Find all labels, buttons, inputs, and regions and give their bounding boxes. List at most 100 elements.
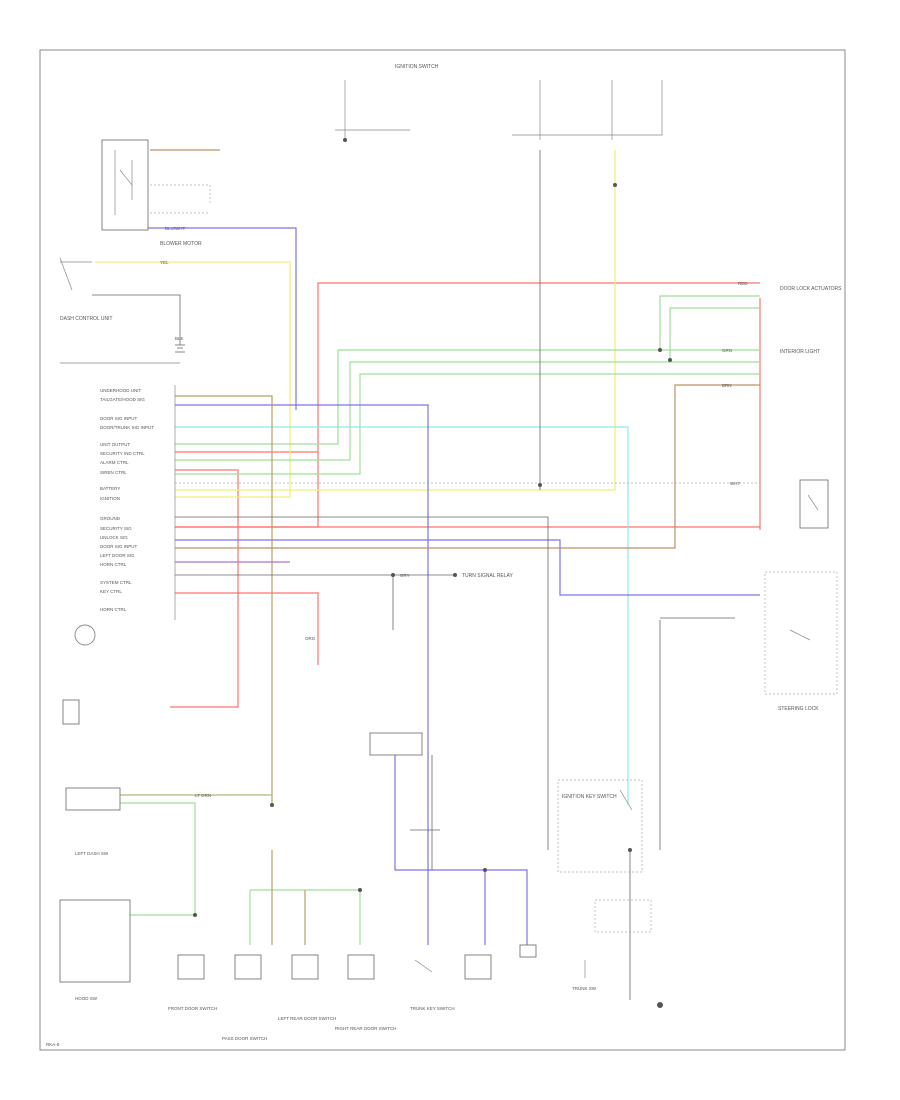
wire-yellow-top [95, 261, 291, 498]
label-turn-signal-relay: TURN SIGNAL RELAY [462, 573, 514, 579]
labels-layer: IGNITION SWITCH BLOWER MOTOR DOOR LOCK A… [46, 64, 842, 1047]
steering-lock-contact [789, 629, 811, 641]
wire-layer [92, 149, 761, 945]
pin-label: UNLOCK SIG [100, 535, 128, 540]
wire-green-4 [175, 361, 760, 461]
lock-indicator [74, 624, 96, 646]
diagram-frame [39, 49, 846, 1051]
label-left-dash-sw: LEFT DASH SW [75, 851, 109, 856]
pin-label: SIREN CTRL [100, 470, 127, 475]
wire-blue-top [148, 227, 297, 410]
junction-dots [193, 138, 672, 917]
wire-tag: ORG [305, 636, 316, 641]
wire-green-1 [659, 295, 760, 350]
wire-tag: BRN [722, 383, 732, 388]
wire-red-trunkrelease [175, 592, 319, 665]
wire-top-dashed [150, 184, 211, 205]
wire-green-3 [175, 349, 760, 445]
black-wire-layer [60, 80, 760, 1000]
wire-tag: YEL [160, 260, 169, 265]
wire-brown-right [175, 384, 760, 549]
pin-label: DOOR/TRUNK SIG INPUT [100, 425, 154, 430]
wire-cyan [175, 426, 629, 805]
ignition-switch-symbol [59, 257, 92, 291]
label-blower-motor: BLOWER MOTOR [160, 241, 202, 247]
label-hood-sw: HOOD SW [75, 996, 98, 1001]
pin-label: LEFT DOOR SIG [100, 553, 135, 558]
pin-label: KEY CTRL [100, 589, 122, 594]
pin-label: DOOR SIG INPUT [100, 416, 138, 421]
light-switch-contact [807, 494, 819, 511]
relay-coil [114, 150, 133, 215]
steering-lock-box [764, 571, 838, 695]
pin-label: TAILGATE/HOOD SIG [100, 397, 145, 402]
label-front-door-switch: FRONT DOOR SWITCH [168, 1006, 217, 1011]
security-unit [62, 699, 80, 725]
switch-pass-door [234, 954, 262, 980]
switch-trunk [464, 954, 492, 980]
wire-tag: GRY [400, 573, 410, 578]
pin-label: ALARM CTRL [100, 460, 129, 465]
label-right-rear-door-switch: RIGHT REAR DOOR SWITCH [335, 1026, 396, 1031]
pin-label-group: UNDERHOOD UNIT TAILGATE/HOOD SIG DOOR SI… [100, 388, 154, 612]
wire-red-siren [170, 469, 239, 708]
switch-lock-actuator [519, 944, 537, 958]
pin-label: DOOR SIG INPUT [100, 544, 138, 549]
wire-brown-main [175, 395, 273, 805]
wire-tag: RED [738, 281, 748, 286]
ground-symbol [175, 344, 185, 353]
pin-label: SYSTEM CTRL [100, 580, 132, 585]
pin-label: IGNITION [100, 496, 120, 501]
bottom-switch-row [177, 944, 586, 980]
switch-left-rear [291, 954, 319, 980]
lower-left-module [59, 899, 131, 983]
wire-tag: GRN [722, 348, 732, 353]
wire-yellow-right [175, 150, 616, 491]
wire-tag: LT GRN [195, 793, 211, 798]
horn-relay [65, 787, 121, 811]
underhood-relay [369, 732, 423, 756]
wire-blue-main [175, 404, 429, 945]
wire-green-2 [669, 307, 760, 360]
pin-label: UNDERHOOD UNIT [100, 388, 142, 393]
pin-label: GROUND [100, 516, 121, 521]
wire-blue-ctrl [175, 539, 760, 596]
label-trunk-key-switch: TRUNK KEY SWITCH [410, 1006, 455, 1011]
pin-label: SECURITY SIG [100, 526, 132, 531]
switch-right-rear [347, 954, 375, 980]
switch-front-door [177, 954, 205, 980]
wire-tag: BLK [175, 336, 184, 341]
label-dash-control-unit: DASH CONTROL UNIT [60, 316, 113, 322]
wire-tag: WHT [730, 481, 740, 486]
wire-tag-group: BLU/WHT YEL RED GRN BRN WHT BLK LT GRN G… [160, 226, 748, 798]
pin-label: HORN CTRL [100, 607, 127, 612]
label-door-lock-actuators: DOOR LOCK ACTUATORS [780, 286, 842, 292]
wire-top-frame2 [512, 80, 663, 136]
key-switch-contact [619, 789, 633, 811]
label-trunk-sw: TRUNK SW [572, 986, 597, 991]
label-left-rear-door-switch: LEFT REAR DOOR SWITCH [278, 1016, 336, 1021]
wire-green-bottom [120, 802, 196, 915]
relay-top-left [101, 139, 149, 231]
wire-green-5 [175, 373, 760, 475]
label-steering-lock: STEERING LOCK [778, 706, 819, 712]
pin-label: SECURITY IND CTRL [100, 451, 145, 456]
wire-blue-bottom [394, 755, 528, 945]
wire-blk-unit-gnd [175, 516, 549, 850]
wire-tag: BLU/WHT [165, 226, 186, 231]
switch-trunk-key [414, 959, 433, 973]
wire-blk-ground1 [92, 294, 181, 345]
lower-right-ground [657, 1002, 663, 1008]
label-ignition-key-switch: IGNITION KEY SWITCH [562, 794, 617, 800]
pin-label: BATTERY [100, 486, 120, 491]
footer-code: RKA-8 [46, 1042, 60, 1047]
label-pass-door-switch: PASS DOOR SWITCH [222, 1036, 267, 1041]
pin-label: HORN CTRL [100, 562, 127, 567]
key-switch-box [557, 779, 643, 873]
pin-label: UNIT OUTPUT [100, 442, 130, 447]
label-ignition-switch: IGNITION SWITCH [395, 64, 439, 70]
label-interior-light: INTERIOR LIGHT [780, 349, 820, 355]
components-layer [59, 138, 838, 1008]
lower-right-switch [594, 899, 652, 933]
